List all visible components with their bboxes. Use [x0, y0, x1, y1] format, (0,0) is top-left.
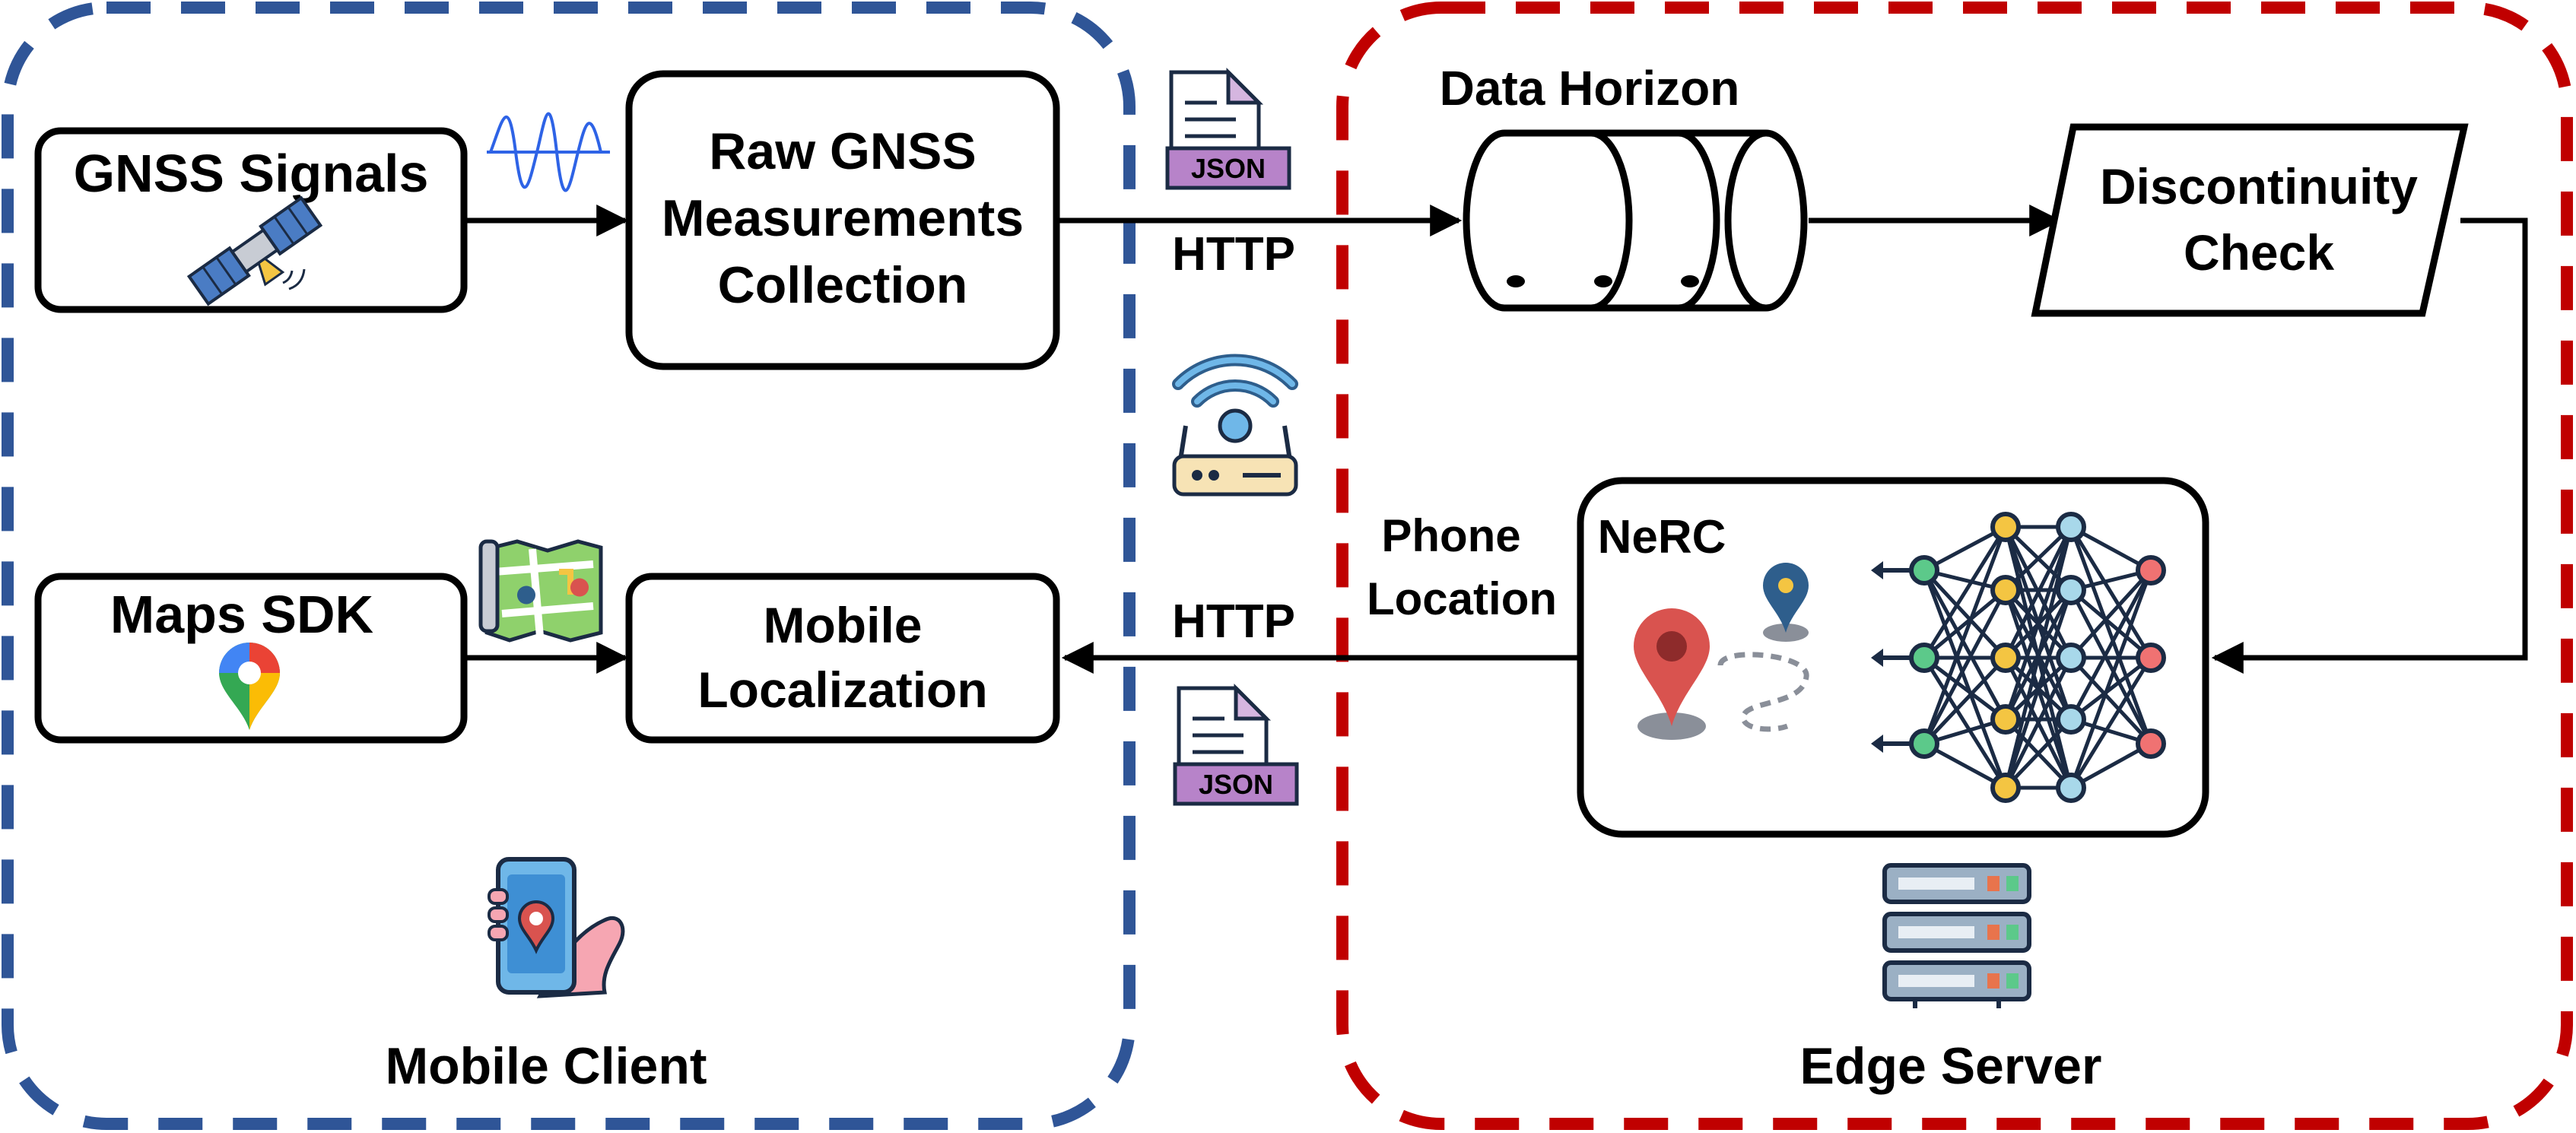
server-rack-icon [1882, 863, 2031, 1008]
gnss-signals-box [34, 127, 468, 313]
raw-gnss-label-line1: Raw GNSS [709, 122, 976, 180]
neural-network-node [2136, 555, 2166, 586]
data-horizon-cylinder [1463, 129, 1808, 312]
raw-gnss-box [625, 70, 1060, 370]
neural-network-connection [1922, 656, 2008, 789]
json-badge-label: JSON [1191, 153, 1266, 184]
neural-network-connection [2003, 589, 2073, 789]
neural-network-connection [2003, 526, 2073, 789]
discontinuity-check-box [2031, 123, 2469, 317]
neural-network-input-arrow [1871, 561, 1883, 579]
neural-network-connection [1922, 526, 2008, 744]
neural-network-connection [2004, 718, 2073, 789]
json-file-icon: JSON [1165, 67, 1291, 190]
neural-network-connection [2003, 526, 2073, 720]
neural-network-node [1990, 704, 2021, 735]
neural-network-connection [1923, 656, 2007, 745]
mobile-loc-label-line1: Mobile [764, 597, 923, 653]
neural-network-connection [2069, 589, 2153, 745]
discontinuity-label-line1: Discontinuity [2100, 158, 2418, 214]
maps-sdk-label: Maps SDK [110, 585, 373, 644]
neural-network-connection [1923, 656, 2007, 721]
neural-network-connection [2069, 656, 2152, 721]
neural-network-connection [1923, 741, 2007, 790]
neural-network-connection [1923, 569, 2007, 659]
http-top-label: HTTP [1172, 228, 1295, 281]
neural-network-connection [1922, 589, 2008, 745]
neural-network-connection [2003, 525, 2073, 659]
phone-location-label-line2: Location [1367, 573, 1557, 624]
phone-location-label-line1: Phone [1381, 510, 1520, 561]
gnss-signals-label: GNSS Signals [74, 144, 429, 203]
neural-network-connection [2069, 526, 2153, 744]
satellite-icon [186, 195, 323, 306]
location-markers-icon [1634, 563, 1809, 740]
json-badge-label: JSON [1199, 769, 1273, 800]
phone-location-icon [488, 857, 625, 998]
raw-gnss-label-line3: Collection [718, 256, 968, 314]
http-bottom-label: HTTP [1172, 595, 1295, 648]
edge-server-region [1336, 2, 2573, 1130]
neural-network-input-arrow [1871, 649, 1883, 667]
map-icon [478, 539, 603, 643]
mobile-client-region [2, 2, 1136, 1130]
neural-network-connection [1922, 569, 2008, 721]
neural-network-node [2056, 575, 2086, 605]
neural-network-connection [2069, 589, 2152, 659]
edge-server-label: Edge Server [1800, 1037, 2102, 1095]
signal-wave-icon [487, 112, 610, 192]
satellite-signal-icon [282, 268, 306, 290]
data-horizon-label: Data Horizon [1440, 61, 1740, 116]
neural-network-node [2056, 704, 2086, 735]
neural-network-node [1990, 512, 2021, 542]
nerc-label: NeRC [1598, 511, 1726, 563]
neural-network-connection [1922, 525, 2008, 659]
neural-network-node [2056, 512, 2086, 542]
neural-network-node [1909, 728, 1939, 759]
mobile-localization-box [625, 573, 1060, 744]
neural-network-connection [1922, 570, 2008, 789]
neural-network-node [1990, 575, 2021, 605]
neural-network-connection [2069, 656, 2152, 745]
mobile-loc-label-line2: Localization [697, 662, 987, 718]
json-file-icon: JSON [1173, 683, 1299, 806]
neural-network-connection [2069, 569, 2153, 721]
neural-network-node [1990, 773, 2021, 803]
discontinuity-label-line2: Check [2184, 224, 2334, 281]
neural-network-connection [2003, 656, 2073, 789]
google-maps-pin-icon [219, 643, 280, 730]
neural-network-connection [2069, 569, 2152, 659]
neural-network-node [1990, 643, 2021, 673]
neural-network-node [2056, 773, 2086, 803]
mobile-client-label: Mobile Client [385, 1037, 707, 1095]
neural-network-connection [1923, 525, 2007, 573]
neural-network-node [2056, 643, 2086, 673]
raw-gnss-label-line2: Measurements [662, 189, 1024, 247]
neural-network-node [1909, 643, 1939, 673]
edge-check-to-nerc [2211, 217, 2528, 674]
neural-network-node [2136, 728, 2166, 759]
neural-network-connection [2069, 525, 2153, 659]
neural-network-connection [2069, 656, 2153, 789]
wifi-router-icon [1172, 354, 1298, 497]
neural-network-node [2136, 643, 2166, 673]
neural-network-node [1909, 555, 1939, 586]
neural-network-input-arrow [1871, 735, 1883, 753]
neural-network-connection [1923, 589, 2007, 659]
neural-network-icon [1871, 512, 2166, 803]
neural-network-connection [2069, 570, 2153, 789]
